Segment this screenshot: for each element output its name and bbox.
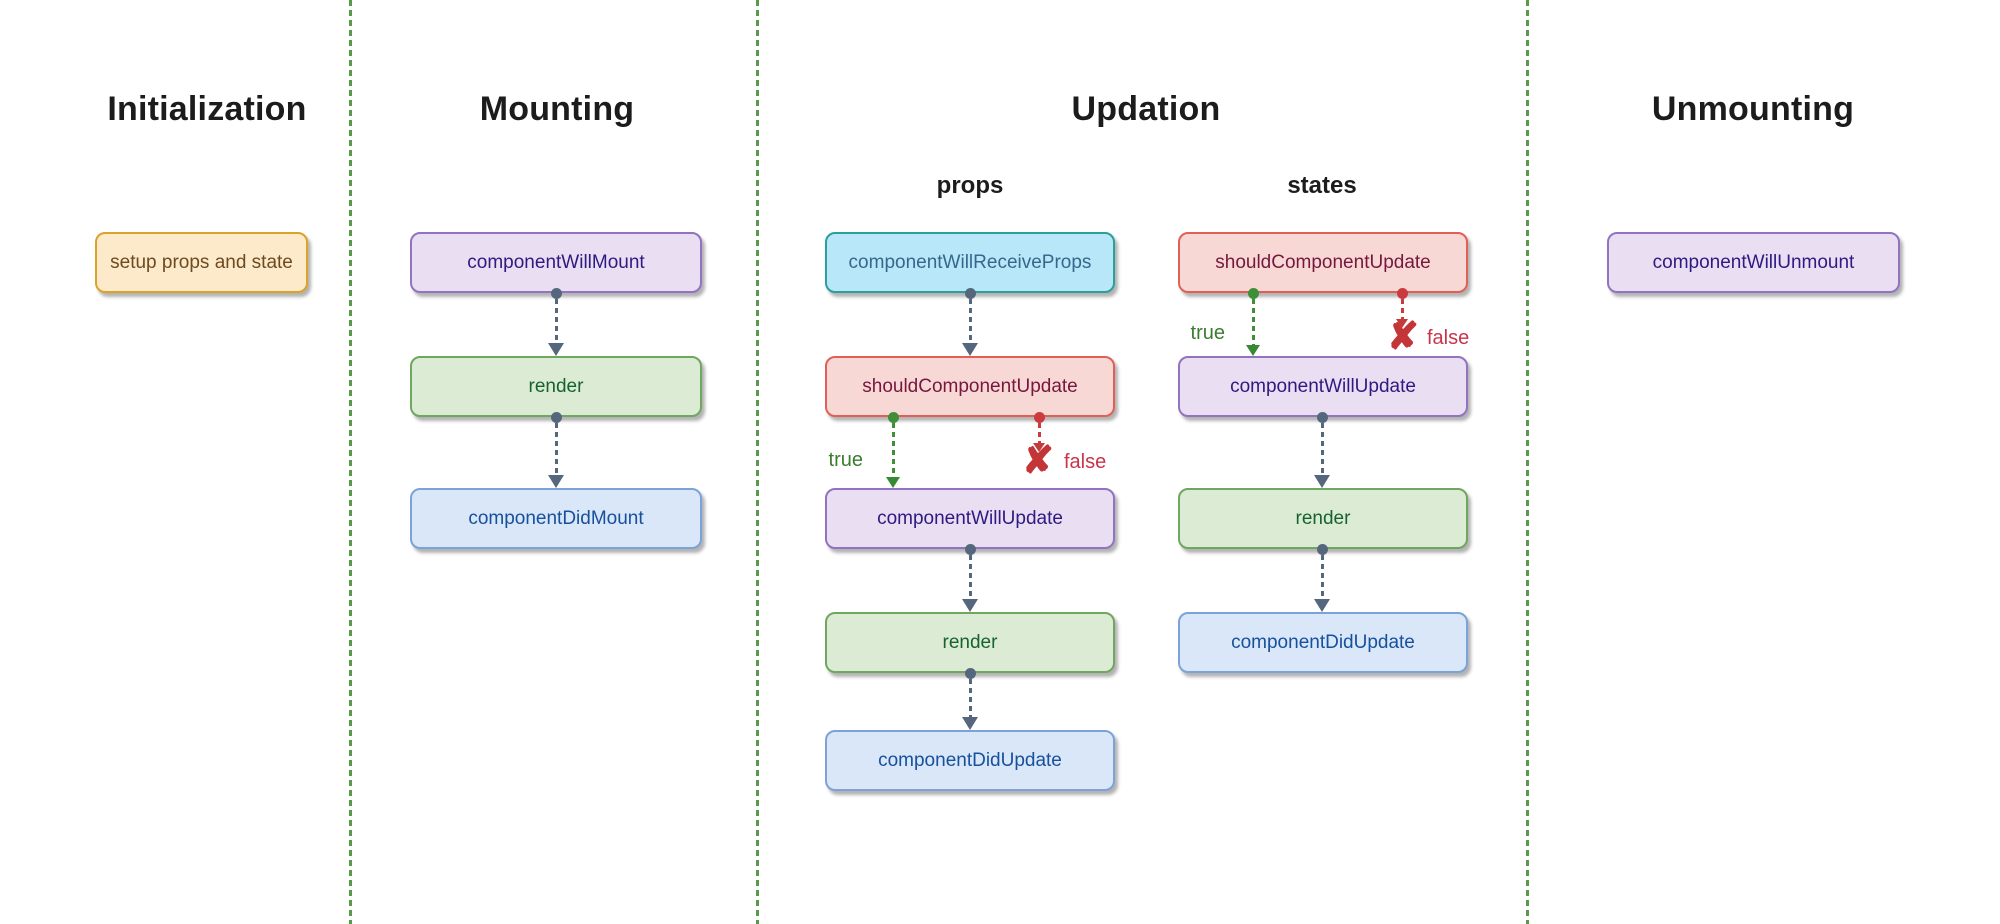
arrowhead-down-icon — [1396, 319, 1408, 328]
node-component-will-unmount: componentWillUnmount — [1607, 232, 1900, 293]
arrowhead-down-icon — [962, 717, 978, 730]
branch-label-true-states: true — [1190, 322, 1225, 344]
section-title-mounting: Mounting — [479, 90, 635, 128]
node-component-will-update-props: componentWillUpdate — [825, 488, 1115, 549]
node-component-did-update-states: componentDidUpdate — [1178, 612, 1468, 673]
connector-props-3 — [962, 668, 978, 730]
arrow-origin-dot — [550, 412, 562, 423]
arrow-origin-dot — [1316, 412, 1328, 423]
arrow-dashed-line — [554, 299, 558, 343]
arrowhead-down-icon — [548, 475, 564, 488]
column-title-states: states — [1287, 172, 1357, 199]
section-title-initialization: Initialization — [107, 90, 307, 128]
node-component-will-receive-props: componentWillReceiveProps — [825, 232, 1115, 293]
column-title-props: props — [936, 172, 1004, 199]
arrow-origin-dot — [964, 288, 976, 299]
section-title-updation: Updation — [1071, 90, 1221, 128]
node-setup-props-and-state: setup props and state — [95, 232, 308, 293]
arrow-origin-dot — [964, 544, 976, 555]
false-x-icon: ✘ — [1022, 440, 1054, 482]
connector-mounting-1 — [548, 288, 564, 356]
node-component-did-mount: componentDidMount — [410, 488, 702, 549]
node-render-states: render — [1178, 488, 1468, 549]
arrow-origin-dot — [1247, 288, 1259, 299]
arrow-dashed-line — [1037, 423, 1041, 443]
arrowhead-down-icon — [1246, 345, 1260, 356]
section-divider — [349, 0, 352, 924]
connector-states-true — [1245, 288, 1261, 356]
arrow-dashed-line — [968, 679, 972, 717]
arrow-dashed-line — [891, 423, 895, 477]
arrow-dashed-line — [1400, 299, 1404, 319]
section-divider — [1526, 0, 1529, 924]
connector-props-1 — [962, 288, 978, 356]
arrow-origin-dot — [964, 668, 976, 679]
section-divider — [756, 0, 759, 924]
branch-label-false-props: false — [1064, 451, 1107, 473]
node-component-will-mount: componentWillMount — [410, 232, 702, 293]
arrow-dashed-line — [1320, 555, 1324, 599]
connector-states-2 — [1314, 544, 1330, 612]
connector-mounting-2 — [548, 412, 564, 488]
false-x-icon: ✘ — [1387, 316, 1419, 358]
branch-label-true-props: true — [828, 449, 863, 471]
arrow-dashed-line — [1320, 423, 1324, 475]
connector-states-false — [1394, 288, 1410, 328]
node-render-props: render — [825, 612, 1115, 673]
connector-states-1 — [1314, 412, 1330, 488]
arrow-origin-dot — [550, 288, 562, 299]
arrow-dashed-line — [1251, 299, 1255, 345]
arrow-origin-dot — [887, 412, 899, 423]
arrowhead-down-icon — [962, 599, 978, 612]
node-component-did-update-props: componentDidUpdate — [825, 730, 1115, 791]
arrow-origin-dot — [1396, 288, 1408, 299]
connector-props-true — [885, 412, 901, 488]
arrow-origin-dot — [1033, 412, 1045, 423]
arrow-origin-dot — [1316, 544, 1328, 555]
branch-label-false-states: false — [1427, 327, 1470, 349]
node-should-component-update-props: shouldComponentUpdate — [825, 356, 1115, 417]
arrowhead-down-icon — [1314, 599, 1330, 612]
arrow-dashed-line — [968, 299, 972, 343]
node-render-mounting: render — [410, 356, 702, 417]
node-component-will-update-states: componentWillUpdate — [1178, 356, 1468, 417]
arrow-dashed-line — [968, 555, 972, 599]
arrowhead-down-icon — [886, 477, 900, 488]
node-should-component-update-states: shouldComponentUpdate — [1178, 232, 1468, 293]
arrow-dashed-line — [554, 423, 558, 475]
arrowhead-down-icon — [1314, 475, 1330, 488]
arrowhead-down-icon — [548, 343, 564, 356]
connector-props-false — [1031, 412, 1047, 452]
arrowhead-down-icon — [1033, 443, 1045, 452]
connector-props-2 — [962, 544, 978, 612]
section-title-unmounting: Unmounting — [1651, 90, 1855, 128]
arrowhead-down-icon — [962, 343, 978, 356]
